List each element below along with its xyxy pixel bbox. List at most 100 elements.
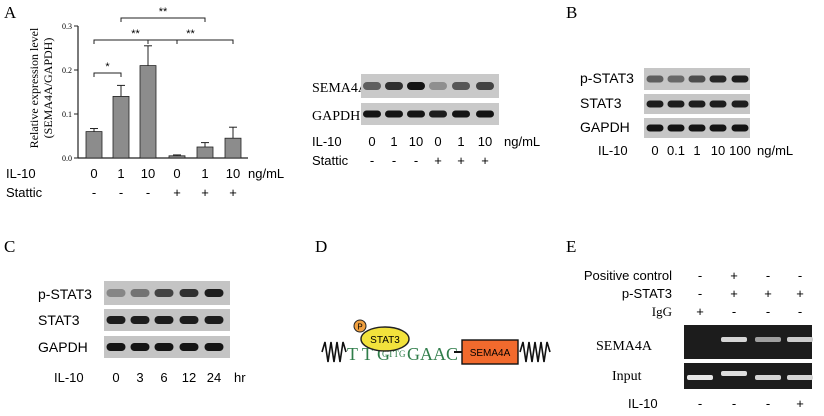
band — [667, 124, 685, 132]
band — [688, 75, 706, 83]
band — [154, 289, 174, 297]
band — [452, 82, 470, 90]
panel-label-a: A — [4, 3, 17, 22]
band — [204, 343, 224, 351]
gel-sign: + — [764, 286, 772, 301]
gel-il10-sign: - — [732, 396, 736, 411]
phospho-label: P — [357, 323, 362, 332]
dna-coil-left — [321, 341, 347, 363]
row-label-pstat3: p-STAT3 — [622, 286, 672, 301]
x-tick-label: 1 — [117, 166, 124, 181]
band — [646, 100, 664, 108]
gel-sign: - — [766, 304, 770, 319]
band — [363, 82, 381, 90]
x-tick-label: 10 — [226, 166, 240, 181]
band — [476, 110, 494, 118]
stattic-label-a: Stattic — [312, 153, 349, 168]
bar — [85, 131, 103, 159]
panel-label-b: B — [566, 3, 577, 22]
lane-label-il10: 1 — [390, 134, 397, 149]
band — [709, 100, 727, 108]
band — [385, 82, 403, 90]
lane-label-il10: 1 — [693, 143, 700, 158]
band — [667, 100, 685, 108]
row-label-igg: IgG — [652, 304, 672, 319]
bar — [196, 146, 214, 159]
lane-label-il10: 0 — [112, 370, 119, 385]
stattic-sign: + — [229, 185, 237, 200]
y-axis-label-line1: Relative expression level — [27, 27, 41, 148]
gel-label-input: Input — [612, 369, 642, 384]
band — [106, 289, 126, 297]
lane-label-il10: 6 — [160, 370, 167, 385]
lane-label-il10: 0.1 — [667, 143, 685, 158]
y-tick-label: 0.2 — [62, 66, 72, 75]
sequence-suffix: GAAC — [407, 344, 458, 364]
band — [204, 316, 224, 324]
band — [363, 110, 381, 118]
band — [204, 289, 224, 297]
gene-label: SEMA4A — [470, 348, 511, 359]
x-tick-label: 0 — [90, 166, 97, 181]
band — [429, 82, 447, 90]
gel-sign: + — [796, 286, 804, 301]
gel-sign: - — [698, 268, 702, 283]
band — [688, 124, 706, 132]
gel-sign: - — [766, 268, 770, 283]
y-tick-label: 0.3 — [62, 22, 72, 31]
lane-label-il10: 0 — [368, 134, 375, 149]
significance-bracket — [93, 39, 178, 44]
band — [154, 316, 174, 324]
band — [179, 289, 199, 297]
band-label-stat3-c: STAT3 — [38, 312, 80, 328]
gel-sign: + — [696, 304, 704, 319]
il10-label-b: IL-10 — [598, 143, 628, 158]
gel-sign: - — [698, 286, 702, 301]
gel-sign: + — [730, 286, 738, 301]
band — [452, 110, 470, 118]
chart-unit-label: ng/mL — [248, 166, 284, 181]
lane-label-stattic: + — [434, 153, 442, 168]
il10-label-c: IL-10 — [54, 370, 84, 385]
band — [179, 343, 199, 351]
stat3-label: STAT3 — [370, 335, 400, 346]
stattic-row-label: Stattic — [6, 185, 43, 200]
gel-band — [787, 337, 813, 342]
lane-label-stattic: - — [414, 153, 418, 168]
x-tick-label: 1 — [201, 166, 208, 181]
bar-chart: Relative expression level (SEMA4A/GAPDH)… — [6, 6, 284, 200]
significance-label: ** — [131, 28, 140, 40]
panel-label-d: D — [315, 237, 327, 256]
band — [731, 100, 749, 108]
lane-label-il10: 10 — [478, 134, 492, 149]
panel-label-e: E — [566, 237, 576, 256]
band-label-sema4a: SEMA4A — [312, 81, 369, 96]
lane-label-stattic: + — [481, 153, 489, 168]
bar — [139, 65, 157, 159]
stattic-sign: + — [201, 185, 209, 200]
band — [731, 75, 749, 83]
il10-row-label: IL-10 — [6, 166, 36, 181]
band — [407, 110, 425, 118]
lane-label-il10: 10 — [711, 143, 725, 158]
panel-label-c: C — [4, 237, 15, 256]
band — [667, 75, 685, 83]
significance-label: * — [105, 61, 110, 73]
band — [106, 316, 126, 324]
gel-il10-sign: - — [698, 396, 702, 411]
band — [646, 75, 664, 83]
band — [731, 124, 749, 132]
band — [688, 100, 706, 108]
gel-band — [721, 371, 747, 376]
band — [130, 289, 150, 297]
band-label-gapdh-c: GAPDH — [38, 339, 88, 355]
stattic-sign: - — [119, 185, 123, 200]
band-label-pstat3-c: p-STAT3 — [38, 286, 92, 302]
x-tick-label: 0 — [173, 166, 180, 181]
gel-il10-sign: - — [766, 396, 770, 411]
band-label-gapdh-b: GAPDH — [580, 119, 630, 135]
gel-sign: - — [798, 304, 802, 319]
